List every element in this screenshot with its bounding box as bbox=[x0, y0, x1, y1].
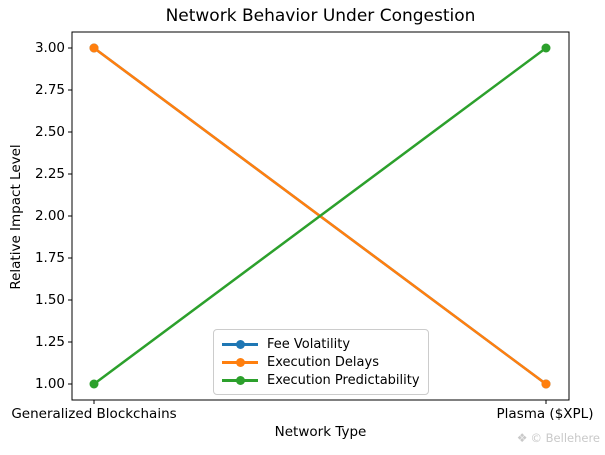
x-tick-label: Generalized Blockchains bbox=[11, 406, 177, 422]
legend-item-label: Execution Predictability bbox=[267, 372, 420, 388]
legend-item: Execution Delays bbox=[222, 353, 422, 371]
data-point-marker-execution-predictability bbox=[89, 379, 99, 389]
data-point-marker-execution-delays bbox=[89, 43, 99, 53]
legend-item-label: Fee Volatility bbox=[267, 336, 351, 352]
chart-title: Network Behavior Under Congestion bbox=[165, 6, 476, 26]
y-axis-label: Relative Impact Level bbox=[8, 144, 24, 290]
y-tick-label: 2.50 bbox=[34, 124, 65, 140]
legend: Fee Volatility Execution Delays Executio… bbox=[213, 329, 429, 395]
x-tick-label: Plasma ($XPL) bbox=[496, 406, 594, 422]
legend-item-label: Execution Delays bbox=[267, 354, 379, 370]
y-tick-label: 2.25 bbox=[34, 166, 65, 182]
line-marker-swatch-icon bbox=[222, 339, 258, 350]
x-axis-label: Network Type bbox=[274, 424, 367, 440]
y-tick-label: 1.25 bbox=[34, 334, 65, 350]
legend-item: Execution Predictability bbox=[222, 371, 422, 389]
series-line-execution-predictability bbox=[93, 46, 547, 386]
legend-item: Fee Volatility bbox=[222, 335, 422, 353]
diamond-logo-icon: ❖ bbox=[516, 431, 528, 445]
y-tick-label: 3.00 bbox=[34, 40, 65, 56]
y-axis-tick-labels: 3.00 2.75 2.50 2.25 2.00 1.75 1.50 1.25 1.00 bbox=[0, 0, 65, 455]
watermark: ❖© Bellehere bbox=[517, 431, 600, 445]
data-point-marker-execution-delays bbox=[541, 379, 551, 389]
y-tick-label: 1.50 bbox=[34, 292, 65, 308]
y-tick-label: 2.00 bbox=[34, 208, 65, 224]
data-point-marker-execution-predictability bbox=[541, 43, 551, 53]
y-tick-label: 2.75 bbox=[34, 82, 65, 98]
y-tick-label: 1.75 bbox=[34, 250, 65, 266]
line-marker-swatch-icon bbox=[222, 357, 258, 368]
line-marker-swatch-icon bbox=[222, 375, 258, 386]
watermark-text: © Bellehere bbox=[530, 431, 601, 445]
y-tick-label: 1.00 bbox=[34, 376, 65, 392]
